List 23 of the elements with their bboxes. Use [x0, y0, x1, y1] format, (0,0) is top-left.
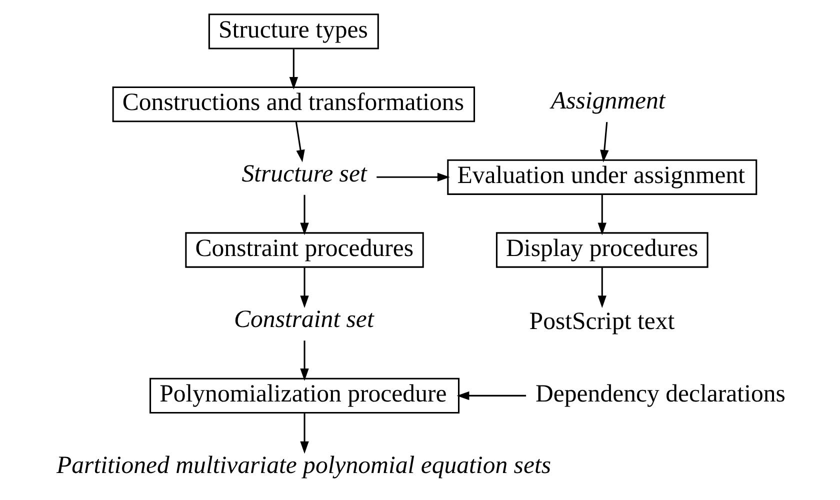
arrow [300, 268, 309, 308]
arrow [295, 122, 305, 162]
node-text: PostScript text [529, 308, 675, 335]
node-box: Polynomialization procedure [150, 378, 460, 414]
arrow [300, 413, 309, 454]
node-text: Structure set [242, 160, 367, 188]
node-box: Evaluation under assignment [447, 159, 758, 195]
node-text: Dependency declarations [535, 380, 786, 408]
node-text: Constraint set [234, 306, 374, 334]
arrow [456, 391, 526, 400]
node-box: Structure types [208, 14, 379, 50]
node-text: Partitioned multivariate polynomial equation sets [56, 452, 552, 479]
arrow [598, 194, 606, 236]
arrow [300, 340, 309, 381]
node-box: Constructions and transformations [112, 86, 476, 122]
arrow [376, 172, 450, 182]
arrow [600, 122, 609, 162]
node-box: Constraint procedures [185, 232, 424, 268]
node-text: Assignment [550, 88, 666, 115]
arrow [289, 49, 298, 90]
node-box: Display procedures [496, 232, 708, 268]
arrow [300, 194, 309, 236]
arrow [598, 268, 606, 308]
